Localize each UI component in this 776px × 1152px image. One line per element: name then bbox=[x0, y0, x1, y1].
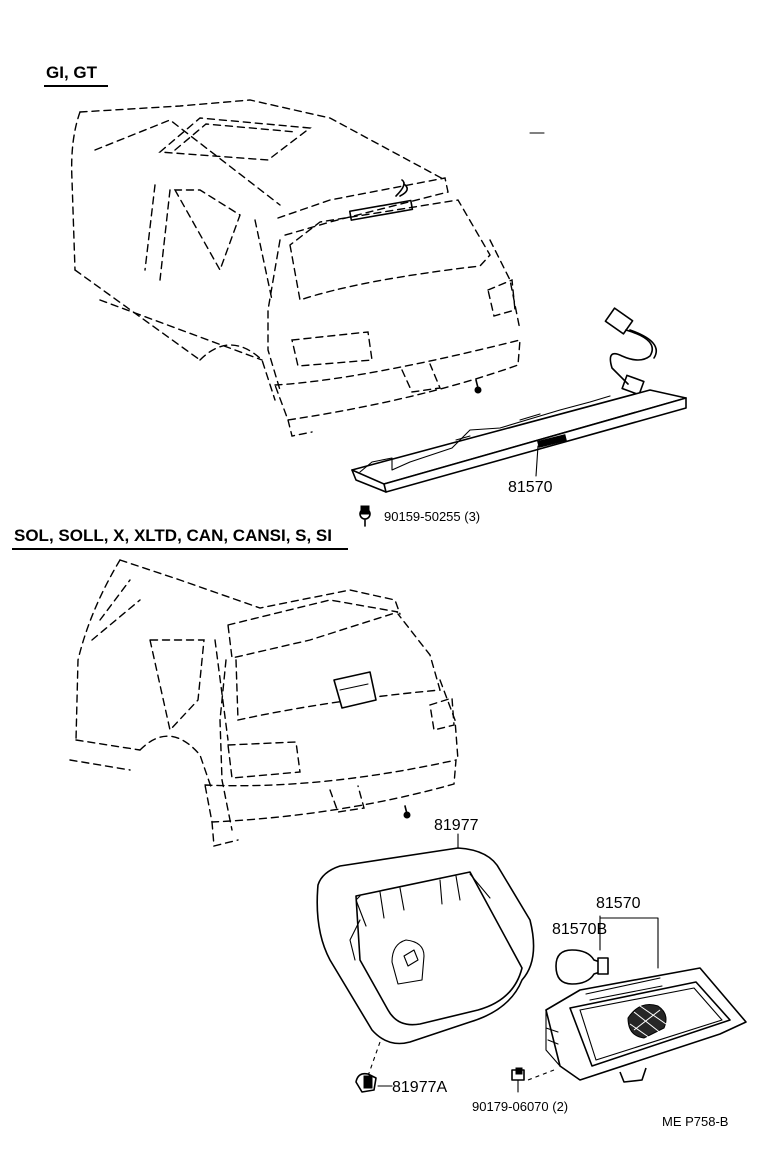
lower-stop-lamp-part bbox=[545, 967, 747, 1083]
bulb-icon bbox=[555, 949, 609, 985]
part-label-81570b: 81570B bbox=[552, 921, 607, 938]
leader-line bbox=[367, 1041, 381, 1077]
section-title-gi-gt: GI, GT bbox=[46, 63, 98, 82]
part-label-81977: 81977 bbox=[434, 817, 479, 834]
screw-icon bbox=[359, 505, 371, 527]
part-label-90159-50255: 90159-50255 (3) bbox=[384, 509, 480, 524]
part-label-81977a: 81977A bbox=[392, 1079, 447, 1096]
clip-icon bbox=[355, 1072, 377, 1093]
leader-line bbox=[527, 1069, 555, 1081]
section-title-sol: SOL, SOLL, X, XLTD, CAN, CANSI, S, SI bbox=[14, 526, 332, 545]
diagram-code: ME P758-B bbox=[662, 1114, 728, 1129]
part-label-81570-upper: 81570 bbox=[508, 479, 553, 496]
part-label-90179-06070: 90179-06070 (2) bbox=[472, 1099, 568, 1114]
lamp-cover-part bbox=[316, 847, 535, 1045]
leader-bracket bbox=[599, 915, 659, 969]
part-label-81570-lower: 81570 bbox=[596, 895, 641, 912]
leader-line bbox=[535, 445, 539, 477]
lower-car-illustration bbox=[69, 559, 459, 847]
screw-icon bbox=[511, 1067, 525, 1081]
upper-stop-lamp-part bbox=[351, 307, 687, 493]
upper-car-illustration bbox=[71, 99, 545, 437]
